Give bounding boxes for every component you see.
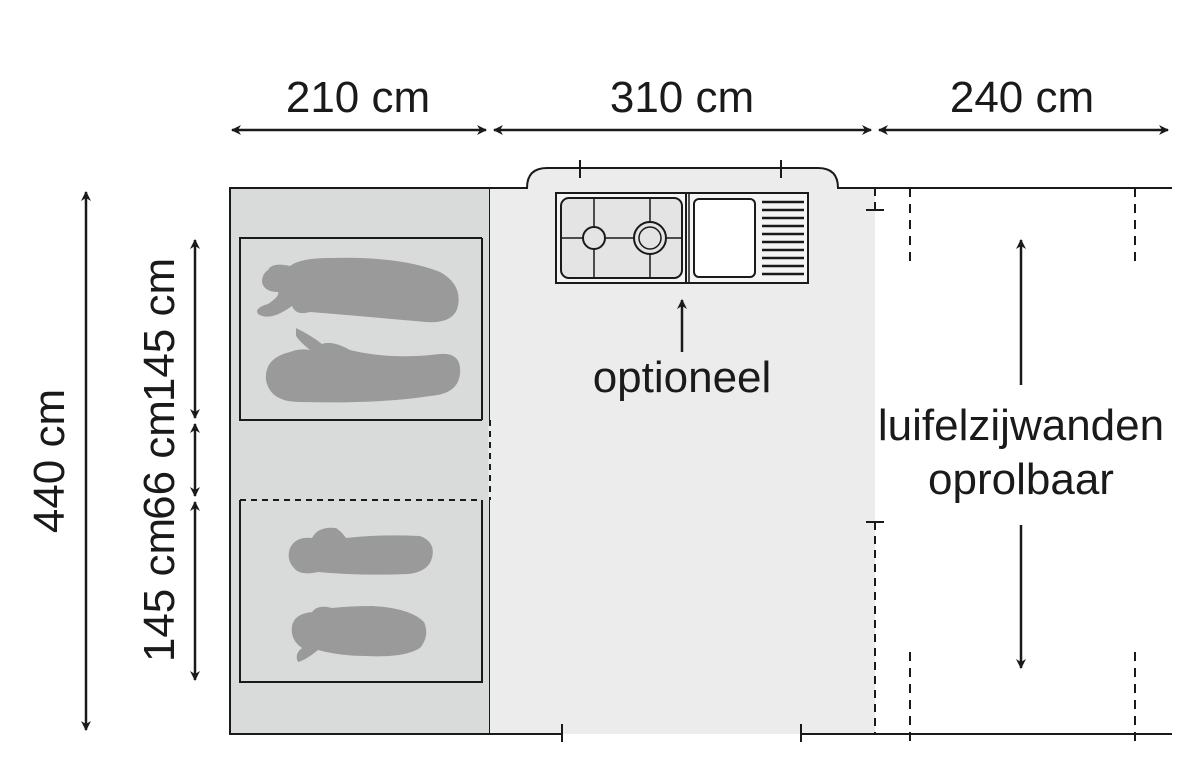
dim-width-bedroom: 210 cm <box>286 73 430 122</box>
dim-total-depth: 440 cm <box>25 389 74 533</box>
stove-icon <box>560 197 683 279</box>
dim-width-living: 310 cm <box>610 73 754 122</box>
sleeping-person-icon <box>288 527 433 575</box>
sink-icon <box>693 198 804 278</box>
living-area <box>490 168 875 734</box>
awning-label-line2: oprolbaar <box>928 455 1114 504</box>
dim-bed-lower: 145 cm <box>135 518 184 662</box>
bed-lower <box>239 499 483 683</box>
living-outline-top <box>490 167 875 189</box>
dim-bed-upper: 145 cm <box>135 258 184 402</box>
awning-label-line1: luifelzijwanden <box>878 401 1164 450</box>
sleeping-person-icon <box>265 328 461 403</box>
kitchen-note: optioneel <box>593 353 772 402</box>
dim-gap-middle: 66 cm <box>135 400 184 520</box>
sleeping-person-icon <box>291 606 427 662</box>
bed-upper <box>239 237 483 421</box>
sleeping-person-icon <box>257 257 459 323</box>
dim-width-awning: 240 cm <box>950 73 1094 122</box>
